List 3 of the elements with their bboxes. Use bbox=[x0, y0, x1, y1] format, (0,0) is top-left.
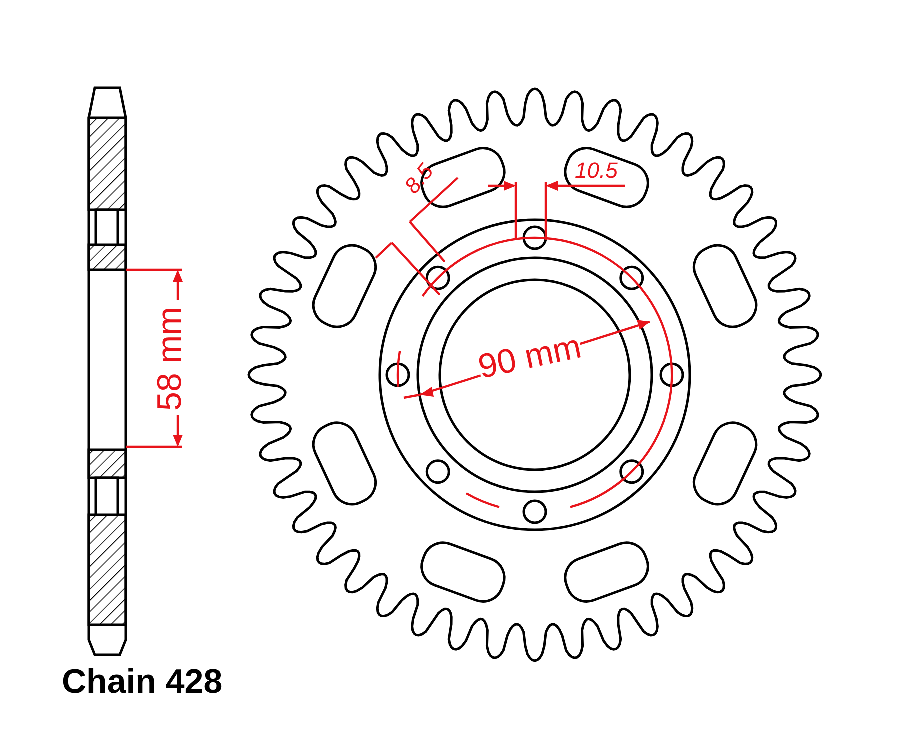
dimension-label: 10.5 bbox=[575, 160, 618, 182]
chain-size-label: Chain 428 bbox=[62, 665, 223, 699]
dimension-label: 8.5 bbox=[401, 160, 438, 198]
